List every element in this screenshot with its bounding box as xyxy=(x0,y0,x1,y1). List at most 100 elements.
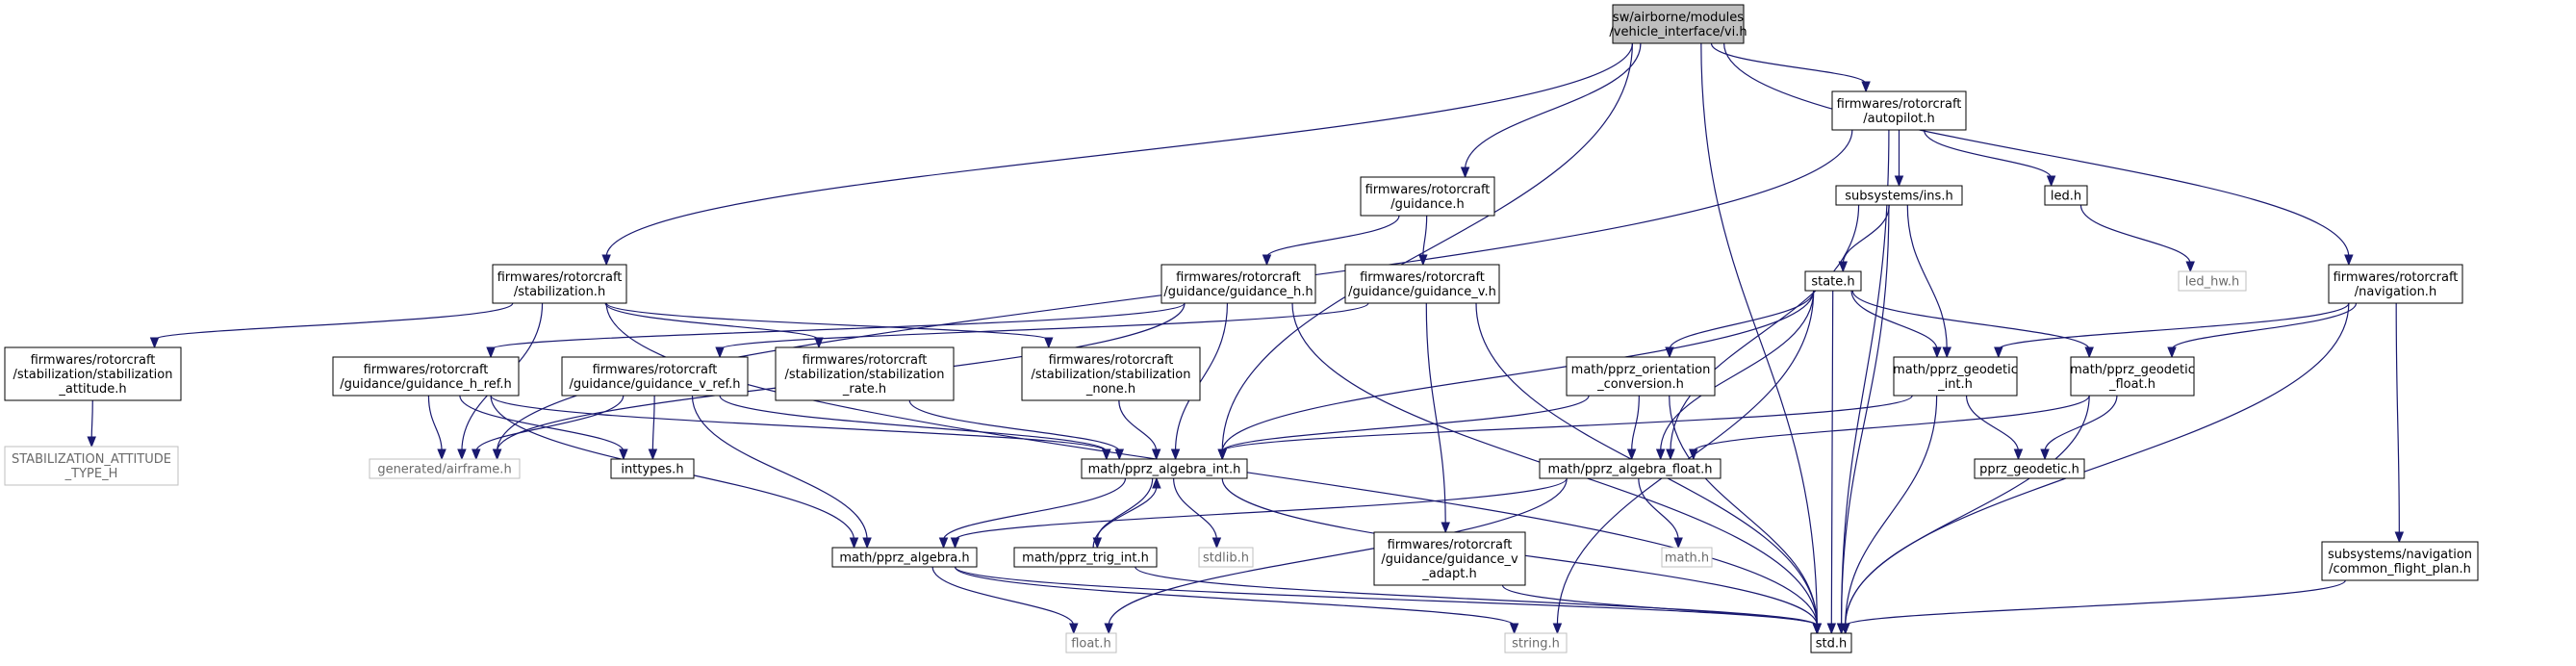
edge-line xyxy=(1221,395,1913,452)
edge-line xyxy=(1850,290,1938,350)
node-box xyxy=(561,356,749,397)
edge-pa-to-strh xyxy=(954,566,1519,635)
node-box xyxy=(1013,547,1158,568)
node-ssr[interactable]: firmwares/rotorcraft/stabilization/stabi… xyxy=(775,346,955,401)
edge-line xyxy=(1221,395,1590,452)
node-ghr[interactable]: firmwares/rotorcraft/guidance/guidance_h… xyxy=(332,356,520,397)
node-gv[interactable]: firmwares/rotorcraft/guidance/guidance_v… xyxy=(1344,264,1500,304)
edge-ghr-to-gen xyxy=(427,395,446,461)
edge-arrowhead xyxy=(1262,254,1272,267)
node-ap[interactable]: firmwares/rotorcraft/autopilot.h xyxy=(1831,90,1967,131)
edge-line xyxy=(1851,290,2090,350)
node-state[interactable]: state.h xyxy=(1804,270,1862,292)
node-box xyxy=(1661,547,1713,568)
node-paf[interactable]: math/pprz_algebra_float.h xyxy=(1539,458,1722,479)
edge-line xyxy=(1265,215,1400,258)
node-label-line: /vehicle_interface/vi.h xyxy=(1609,25,1747,39)
edge-stab-to-ssa xyxy=(149,302,514,349)
node-box xyxy=(1804,270,1862,292)
nodes-layer: sw/airborne/modules/vehicle_interface/vi… xyxy=(4,4,2479,653)
edge-arrowhead xyxy=(715,346,725,359)
node-pgf[interactable]: math/pprz_geodetic_float.h xyxy=(2070,356,2195,397)
edge-line xyxy=(1693,395,2090,452)
edge-arrowhead xyxy=(457,448,467,461)
node-box xyxy=(1504,632,1568,653)
node-vi[interactable]: sw/airborne/modules/vehicle_interface/vi… xyxy=(1609,4,1747,44)
edge-line xyxy=(719,302,1369,350)
node-box xyxy=(2044,185,2088,206)
edge-arrowhead xyxy=(87,436,96,448)
edge-pai-to-pa xyxy=(938,477,1127,550)
node-box xyxy=(1893,356,2018,397)
edge-arrowhead xyxy=(2344,254,2354,267)
node-box xyxy=(1566,356,1716,397)
edge-vi-to-guid xyxy=(1460,42,1642,179)
node-ins[interactable]: subsystems/ins.h xyxy=(1835,185,1963,206)
edge-gvr-to-pai xyxy=(719,395,1111,461)
edge-ssr-to-pai xyxy=(908,399,1125,461)
node-label-line: firmwares/rotorcraft xyxy=(593,363,718,377)
edge-line xyxy=(1842,204,1890,265)
edge-arrowhead xyxy=(492,448,502,461)
edge-line xyxy=(1425,302,1446,525)
node-label-line: _attitude.h xyxy=(58,382,126,397)
node-ssa[interactable]: firmwares/rotorcraft/stabilization/stabi… xyxy=(4,346,182,401)
edge-arrowhead xyxy=(1861,81,1871,93)
node-gvr[interactable]: firmwares/rotorcraft/guidance/guidance_v… xyxy=(561,356,749,397)
edge-led-to-ledhw xyxy=(2079,204,2195,273)
edge-arrowhead xyxy=(1840,623,1850,635)
edge-line xyxy=(490,395,1108,452)
node-led[interactable]: led.h xyxy=(2044,185,2088,206)
node-ssn[interactable]: firmwares/rotorcraft/stabilization/stabi… xyxy=(1021,346,1201,401)
edge-arrowhead xyxy=(149,337,160,349)
node-std[interactable]: std.h xyxy=(1810,632,1852,653)
node-pg[interactable]: pprz_geodetic.h xyxy=(1974,458,2085,479)
node-box xyxy=(2070,356,2195,397)
node-cfp[interactable]: subsystems/navigation/common_flight_plan… xyxy=(2321,541,2479,581)
node-oc[interactable]: math/pprz_orientation_conversion.h xyxy=(1566,356,1716,397)
edge-ap-to-led xyxy=(1923,129,2056,188)
node-pa[interactable]: math/pprz_algebra.h xyxy=(831,547,978,568)
edge-arrowhead xyxy=(1942,346,1951,359)
edge-state-to-paf xyxy=(1655,290,1815,461)
node-nav[interactable]: firmwares/rotorcraft/navigation.h xyxy=(2328,264,2463,304)
node-box xyxy=(1974,458,2085,479)
node-box xyxy=(2321,541,2479,581)
node-inty[interactable]: inttypes.h xyxy=(610,458,695,479)
edge-line xyxy=(605,42,1633,258)
edge-line xyxy=(1173,477,1217,541)
node-gen: generated/airframe.h xyxy=(369,458,521,479)
node-pai[interactable]: math/pprz_algebra_int.h xyxy=(1081,458,1248,479)
edge-line xyxy=(2079,204,2191,265)
node-guid[interactable]: firmwares/rotorcraft/guidance.h xyxy=(1360,176,1495,217)
node-label-line: STABILIZATION_ATTITUDE xyxy=(12,452,171,467)
node-ptr[interactable]: math/pprz_trig_int.h xyxy=(1013,547,1158,568)
node-box xyxy=(831,547,978,568)
edge-arrowhead xyxy=(2013,448,2024,461)
edge-arrowhead xyxy=(619,448,628,461)
edge-arrowhead xyxy=(1826,623,1837,635)
edge-arrowhead xyxy=(1994,346,2003,359)
edge-line xyxy=(490,302,1186,350)
node-label-line: firmwares/rotorcraft xyxy=(803,353,928,368)
edge-arrowhead xyxy=(2084,346,2094,359)
node-pgi[interactable]: math/pprz_geodetic_int.h xyxy=(1893,356,2018,397)
edge-line xyxy=(1631,395,1640,452)
node-label-line: math.h xyxy=(1665,551,1709,566)
edge-arrowhead xyxy=(1092,537,1103,550)
node-mathh: math.h xyxy=(1661,547,1713,568)
edge-line xyxy=(1221,290,1815,452)
node-gh[interactable]: firmwares/rotorcraft/guidance/guidance_h… xyxy=(1160,264,1316,304)
node-label-line: math/pprz_geodetic xyxy=(2070,363,2195,377)
node-stab[interactable]: firmwares/rotorcraft/stabilization.h xyxy=(492,264,627,304)
edge-line xyxy=(1700,42,1818,627)
edge-line xyxy=(1965,395,2020,452)
edge-line xyxy=(651,395,655,452)
node-label-line: /guidance.h xyxy=(1390,197,1464,212)
node-label-line: std.h xyxy=(1816,637,1848,652)
edge-line xyxy=(1464,42,1642,170)
edge-arrowhead xyxy=(938,537,949,550)
edge-line xyxy=(691,395,868,541)
node-gva[interactable]: firmwares/rotorcraft/guidance/guidance_v… xyxy=(1373,531,1526,586)
node-label-line: string.h xyxy=(1512,637,1560,652)
